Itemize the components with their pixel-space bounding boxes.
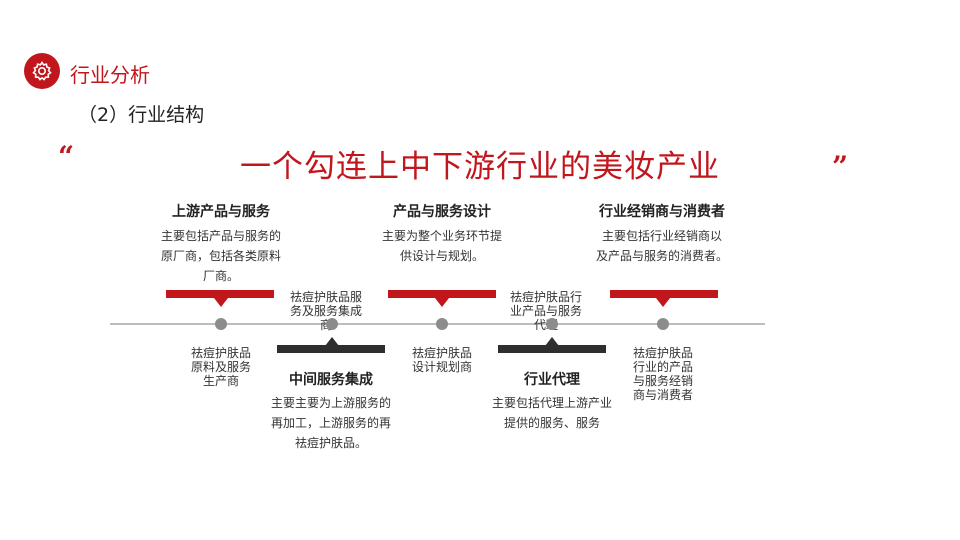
pointer-up — [325, 337, 339, 346]
desc-line: 供设计与规划。 — [399, 249, 484, 263]
stage-bar-distributors — [610, 290, 718, 298]
stage-bar-upstream — [166, 290, 274, 298]
label-line: 原料及服务 — [190, 360, 251, 374]
label-line: 商与消费者 — [632, 388, 693, 402]
pointer-up — [545, 337, 559, 346]
close-quote-mark: ” — [832, 150, 849, 183]
timeline-node — [657, 318, 669, 330]
node-label-consumers: 祛痘护肤品 行业的产品 与服务经销 商与消费者 — [613, 346, 713, 402]
stage-desc-upstream: 主要包括产品与服务的 原厂商，包括各类原料 厂商。 — [141, 226, 301, 286]
label-line: 祛痘护肤品 — [632, 346, 693, 360]
gear-icon — [32, 61, 52, 81]
stage-desc-distributors: 主要包括行业经销商以 及产品与服务的消费者。 — [582, 226, 742, 266]
desc-line: 再加工，上游服务的再 — [270, 416, 391, 430]
desc-line: 祛痘护肤品。 — [294, 436, 367, 450]
stage-title-integration: 中间服务集成 — [289, 372, 373, 388]
stage-title-upstream: 上游产品与服务 — [172, 204, 270, 220]
stage-title-distributors: 行业经销商与消费者 — [599, 204, 725, 220]
label-line: 务及服务集成 — [289, 304, 362, 318]
desc-line: 原厂商，包括各类原料 — [160, 249, 281, 263]
desc-line: 主要包括产品与服务的 — [160, 229, 281, 243]
open-quote-mark: “ — [58, 140, 75, 173]
label-line: 设计规划商 — [411, 360, 472, 374]
section-logo — [24, 53, 60, 89]
desc-line: 及产品与服务的消费者。 — [595, 249, 728, 263]
stage-title-agency: 行业代理 — [524, 372, 580, 388]
stage-bar-agency — [498, 345, 606, 353]
node-label-designer: 祛痘护肤品 设计规划商 — [392, 346, 492, 374]
page-subtitle: （2）行业结构 — [78, 104, 205, 126]
desc-line: 提供的服务、服务 — [503, 416, 600, 430]
label-line: 祛痘护肤品行 — [509, 290, 582, 304]
desc-line: 主要包括代理上游产业 — [491, 396, 612, 410]
label-line: 行业的产品 — [632, 360, 693, 374]
headline: 一个勾连上中下游行业的美妆产业 — [240, 149, 720, 185]
label-line: 生产商 — [202, 374, 239, 388]
desc-line: 主要包括行业经销商以 — [601, 229, 722, 243]
pointer-down — [435, 298, 449, 307]
stage-desc-agency: 主要包括代理上游产业 提供的服务、服务 — [472, 393, 632, 433]
stage-bar-design — [388, 290, 496, 298]
timeline-node — [326, 318, 338, 330]
label-line: 祛痘护肤品服 — [289, 290, 362, 304]
timeline-node — [215, 318, 227, 330]
section-title: 行业分析 — [70, 63, 150, 87]
desc-line: 主要为整个业务环节提 — [381, 229, 502, 243]
label-line: 与服务经销 — [632, 374, 693, 388]
pointer-down — [656, 298, 670, 307]
label-line: 祛痘护肤品 — [190, 346, 251, 360]
stage-desc-integration: 主要主要为上游服务的 再加工，上游服务的再 祛痘护肤品。 — [251, 393, 411, 453]
node-label-raw-materials: 祛痘护肤品 原料及服务 生产商 — [171, 346, 271, 388]
pointer-down — [214, 298, 228, 307]
timeline-node — [546, 318, 558, 330]
desc-line: 厂商。 — [202, 269, 239, 283]
timeline-node — [436, 318, 448, 330]
label-line: 业产品与服务 — [509, 304, 582, 318]
stage-desc-design: 主要为整个业务环节提 供设计与规划。 — [362, 226, 522, 266]
desc-line: 主要主要为上游服务的 — [270, 396, 391, 410]
label-line: 祛痘护肤品 — [411, 346, 472, 360]
stage-title-design: 产品与服务设计 — [393, 204, 491, 220]
stage-bar-integration — [277, 345, 385, 353]
